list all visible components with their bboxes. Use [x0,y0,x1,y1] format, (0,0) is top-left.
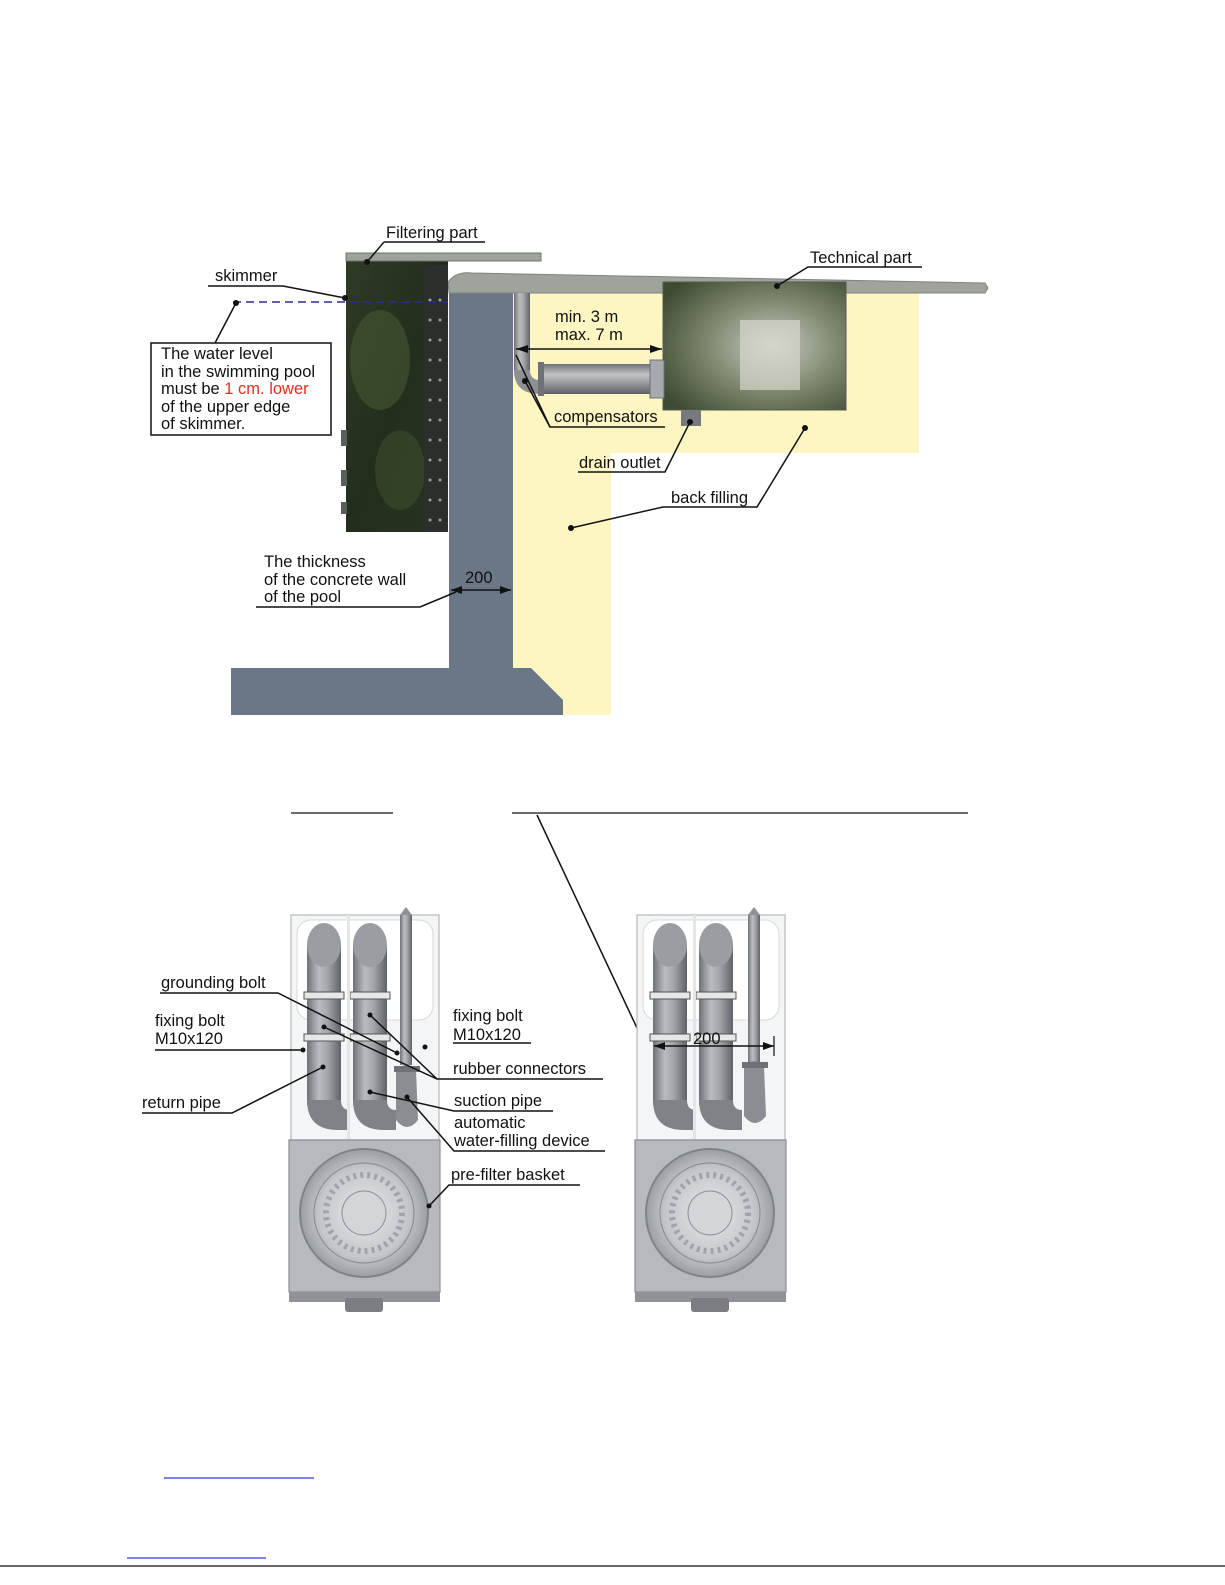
unit-front-view-left [288,907,441,1312]
unit-leaders [142,992,605,1209]
cross-section: Filtering part Technical part skimmer mi… [150,224,989,715]
distance-min-label: min. 3 m [555,308,618,326]
back-filling-label: back filling [671,489,748,507]
fixing-bolt-right-label-1: fixing bolt [453,1007,523,1025]
water-note-line-4: of the upper edge [161,398,290,416]
water-level-note-box [150,342,332,436]
skimmer-label: skimmer [215,267,278,285]
technical-part-label: Technical part [810,249,912,267]
filtering-part-label: Filtering part [386,224,478,242]
compensators-label: compensators [554,408,658,426]
rubber-connectors-label: rubber connectors [453,1060,586,1078]
wall-note-line-3: of the pool [264,588,341,606]
distance-max-label: max. 7 m [555,326,623,344]
water-note-line-5: of skimmer. [161,415,245,433]
perforation-pattern [428,298,442,522]
water-note-line-3: must be 1 cm. lower [161,380,309,398]
water-note-line-2: in the swimming pool [161,363,315,381]
wall-thickness-label: 200 [465,569,493,587]
auto-fill-label-1: automatic [454,1114,526,1132]
concrete-wall [231,282,563,715]
unit-dimension-label: 200 [693,1030,721,1048]
water-note-prefix: must be [161,380,224,398]
fixing-bolt-left-label-1: fixing bolt [155,1012,225,1030]
auto-fill-label-2: water-filling device [453,1132,590,1150]
wall-note-line-2: of the concrete wall [264,571,406,589]
wall-note-line-1: The thickness [264,553,366,571]
filtering-part [341,252,542,532]
unit-front-view-right: 200 [634,907,787,1312]
wall-thickness-dimension [451,586,511,594]
return-pipe-label: return pipe [142,1094,221,1112]
water-note-highlight: 1 cm. lower [224,380,309,398]
drain-outlet-label: drain outlet [579,454,661,472]
fixing-bolt-right-label-2: M10x120 [453,1026,521,1044]
grounding-bolt-label: grounding bolt [161,974,266,992]
distance-dimension [516,345,662,353]
water-note-line-1: The water level [161,345,273,363]
technical-part [662,281,847,426]
suction-pipe-label: suction pipe [454,1092,542,1110]
prefilter-basket-label: pre-filter basket [451,1166,565,1184]
fixing-bolt-left-label-2: M10x120 [155,1030,223,1048]
section-leaders [208,241,922,608]
